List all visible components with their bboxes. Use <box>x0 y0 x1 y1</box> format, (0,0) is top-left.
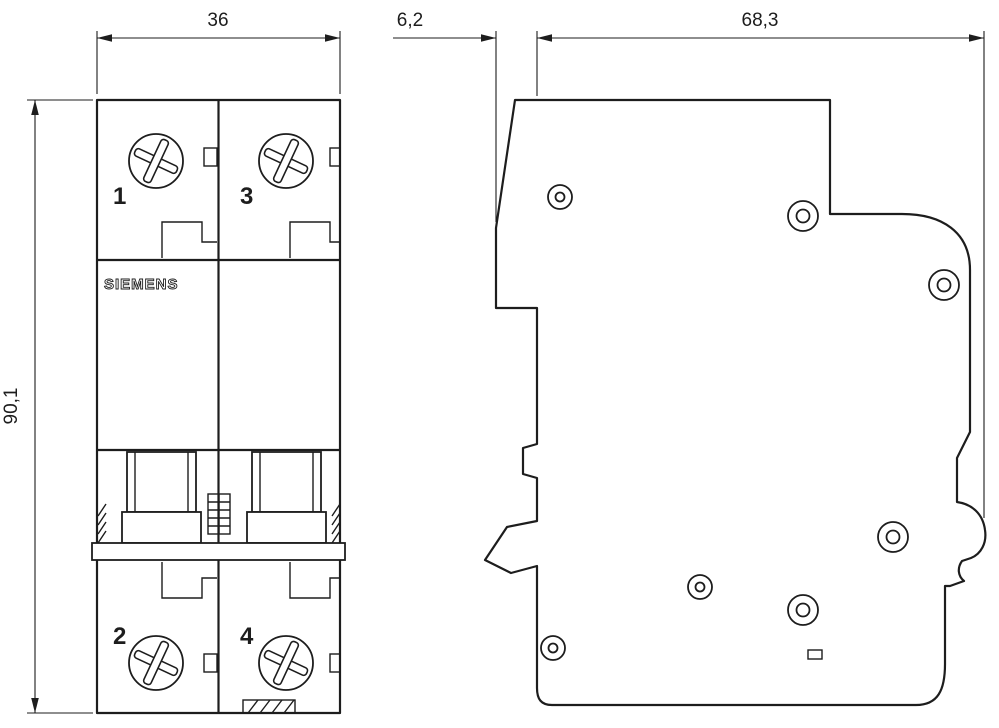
arrowhead <box>325 34 340 42</box>
rivet <box>787 200 819 232</box>
front-view: 1 3 2 4 SIEMENS <box>91 98 346 715</box>
side-body-outline <box>483 98 987 707</box>
terminal-notch-bottom-right <box>329 653 341 673</box>
front-view-dimensions: 36 90,1 <box>1 10 341 714</box>
terminal-number-2: 2 <box>113 623 126 650</box>
terminal-screw-4 <box>258 635 314 691</box>
terminal-screw-3 <box>258 133 314 189</box>
hatch-line <box>97 521 107 535</box>
screw-slot <box>272 640 300 686</box>
toggle-base-left <box>121 511 202 544</box>
front-plate-lip <box>91 542 346 561</box>
hatch-line <box>331 521 341 535</box>
screw-slot <box>142 138 170 184</box>
dim-front-height: 90,1 <box>1 388 22 425</box>
toggle-area <box>91 451 346 561</box>
terminal-notch-top-right <box>329 147 341 167</box>
hatch-line <box>331 503 341 517</box>
rivet <box>877 521 909 553</box>
rivet-inner <box>694 581 706 593</box>
toggle-handle-left <box>126 451 197 513</box>
terminal-number-4: 4 <box>240 623 254 650</box>
hatch-line <box>283 699 295 714</box>
hatch-line <box>97 503 107 517</box>
rivet <box>547 184 573 210</box>
rivet-inner <box>936 277 952 293</box>
rivet-inner <box>547 642 559 654</box>
dim-front-width: 36 <box>207 10 228 31</box>
hatch-line <box>331 530 341 544</box>
rivet-inner <box>795 208 811 224</box>
rivet-inner <box>885 529 901 545</box>
hatch-line <box>331 512 341 526</box>
terminal-notch-bottom-left <box>203 653 218 673</box>
arrowhead <box>537 34 552 42</box>
screw-slot <box>272 138 300 184</box>
side-view-dimensions: 6,2 68,3 <box>393 10 985 518</box>
terminal-screw-1 <box>128 133 184 189</box>
arrowhead <box>481 34 496 42</box>
hatch-line <box>97 530 107 544</box>
rivet <box>540 635 566 661</box>
terminal-step-top-right <box>289 221 339 258</box>
arrowhead <box>97 34 112 42</box>
screw-slot <box>142 640 170 686</box>
terminal-step-top-left <box>161 221 217 258</box>
terminal-screw-2 <box>128 635 184 691</box>
toggle-handle-right <box>251 451 322 513</box>
hatch-line <box>271 699 283 714</box>
arrowhead <box>969 34 984 42</box>
dim-side-total-depth: 68,3 <box>742 10 779 31</box>
side-detail-slot <box>807 649 823 660</box>
terminal-number-3: 3 <box>240 183 253 210</box>
brand-label: SIEMENS <box>104 276 179 293</box>
arrowhead <box>31 698 39 713</box>
hatch-line <box>259 699 271 714</box>
rivet <box>928 269 960 301</box>
side-view <box>483 98 987 707</box>
arrowhead <box>31 100 39 115</box>
rivet-inner <box>795 602 811 618</box>
hatch-line <box>97 512 107 526</box>
terminal-notch-top-left <box>203 147 218 167</box>
rivet-inner <box>554 191 566 203</box>
rivet <box>787 594 819 626</box>
toggle-base-right <box>246 511 327 544</box>
terminal-step-bottom-right <box>289 562 339 599</box>
bottom-clamp <box>242 699 296 714</box>
terminal-step-bottom-left <box>161 562 217 599</box>
rivet <box>687 574 713 600</box>
dim-side-front-depth: 6,2 <box>397 10 423 31</box>
hatch-line <box>247 699 259 714</box>
terminal-number-1: 1 <box>113 183 126 210</box>
